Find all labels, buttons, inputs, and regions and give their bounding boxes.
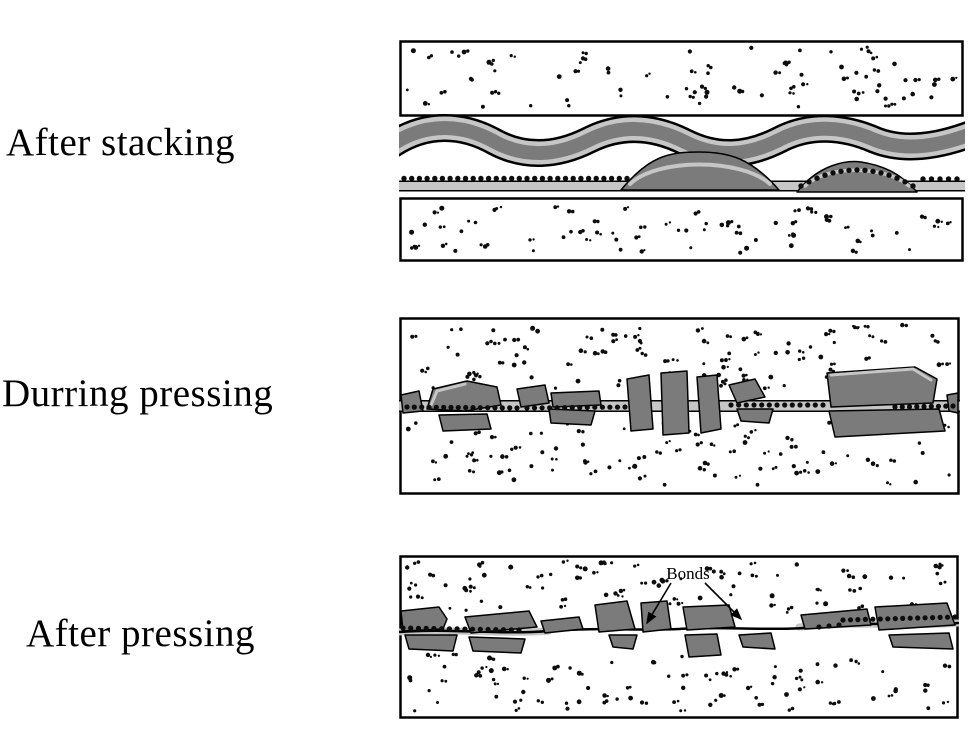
powder-slab-top bbox=[399, 40, 964, 117]
particle-chain-right bbox=[840, 614, 958, 623]
pressed-box bbox=[399, 555, 959, 719]
particle-chain-d bbox=[892, 403, 956, 410]
after-pressing-diagram: Bonds bbox=[399, 555, 959, 719]
fragmenting-foil-band bbox=[399, 366, 960, 438]
powder-stipple-lower bbox=[407, 652, 952, 713]
particle-row-right bbox=[920, 176, 960, 182]
powder-slab-bottom bbox=[399, 197, 964, 262]
powder-stipple-upper bbox=[405, 559, 947, 615]
particle-row-flat bbox=[401, 175, 630, 182]
after-stacking-diagram bbox=[399, 40, 965, 262]
bonds-annotation: Bonds bbox=[646, 564, 743, 625]
bonds-label: Bonds bbox=[666, 564, 709, 583]
particle-chain-c bbox=[728, 402, 826, 408]
particle-chain-mid bbox=[816, 622, 842, 630]
particle-row-arc bbox=[798, 167, 916, 189]
bonded-foil-line bbox=[399, 600, 959, 658]
during-pressing-diagram bbox=[399, 317, 960, 495]
bonds-arrow-left-icon bbox=[646, 582, 672, 625]
particle-chain-b bbox=[524, 404, 628, 411]
particle-chain-a bbox=[404, 404, 520, 411]
wavy-foil-lower bbox=[399, 151, 965, 193]
label-after-stacking: After stacking bbox=[6, 121, 236, 164]
wavy-foil-upper bbox=[399, 114, 965, 168]
label-after-pressing: After pressing bbox=[26, 612, 256, 655]
powder-stipple-bottom bbox=[409, 205, 952, 255]
label-during-pressing: Durring pressing bbox=[2, 372, 274, 415]
powder-stipple-top bbox=[405, 45, 958, 109]
particle-chain-left bbox=[400, 625, 522, 633]
foil-bump-large bbox=[620, 151, 780, 191]
bonds-arrow-right-icon bbox=[704, 582, 743, 621]
